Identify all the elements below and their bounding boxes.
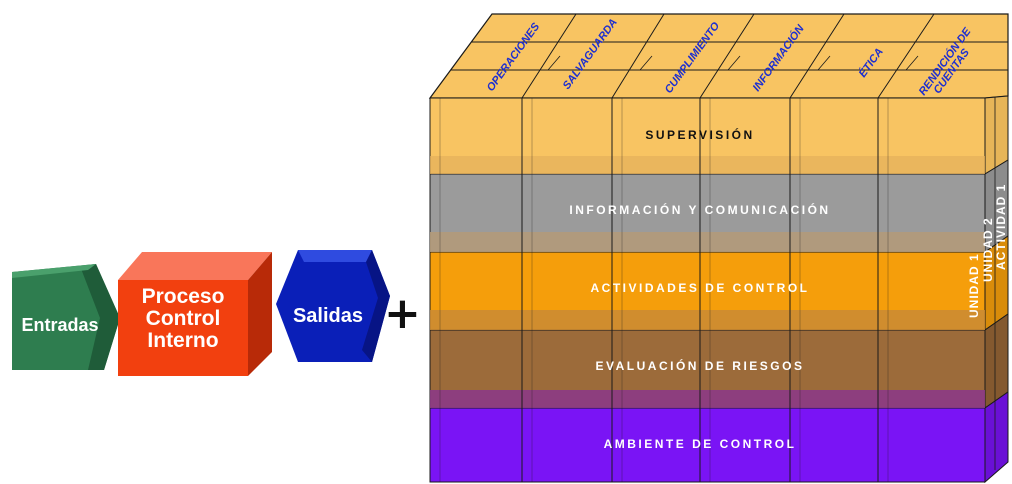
cube-side-face xyxy=(984,95,1009,484)
side-label-unidad-2: UNIDAD 2 xyxy=(981,217,995,282)
layer-label-control-activities: ACTIVIDADES DE CONTROL xyxy=(590,281,809,295)
process-label-line-3: Interno xyxy=(147,329,219,353)
side-label-actividad-1: ACTIVIDAD 1 xyxy=(994,184,1008,270)
side-label-unidad-1: UNIDAD 1 xyxy=(967,253,981,318)
side-labels: UNIDAD 1 UNIDAD 2 ACTIVIDAD 1 xyxy=(967,184,1008,318)
layer-label-environment: AMBIENTE DE CONTROL xyxy=(604,437,797,451)
plus-sign: + xyxy=(384,288,421,339)
process-label: Proceso Control Interno xyxy=(118,285,248,353)
layer-label-risk: EVALUACIÓN DE RIESGOS xyxy=(596,358,805,373)
process-label-line-2: Control xyxy=(145,307,221,331)
inputs-hexagon xyxy=(12,264,120,370)
layer-labels: SUPERVISIÓN INFORMACIÓN Y COMUNICACIÓN A… xyxy=(569,127,830,451)
inputs-label: Entradas xyxy=(21,315,99,335)
layer-label-supervision: SUPERVISIÓN xyxy=(645,127,754,142)
layer-label-information: INFORMACIÓN Y COMUNICACIÓN xyxy=(569,202,830,217)
process-label-line-1: Proceso xyxy=(141,285,225,308)
outputs-label: Salidas xyxy=(292,305,364,327)
outputs-hexagon xyxy=(276,250,390,362)
process-cube xyxy=(118,252,272,376)
cube-layers xyxy=(429,97,986,483)
